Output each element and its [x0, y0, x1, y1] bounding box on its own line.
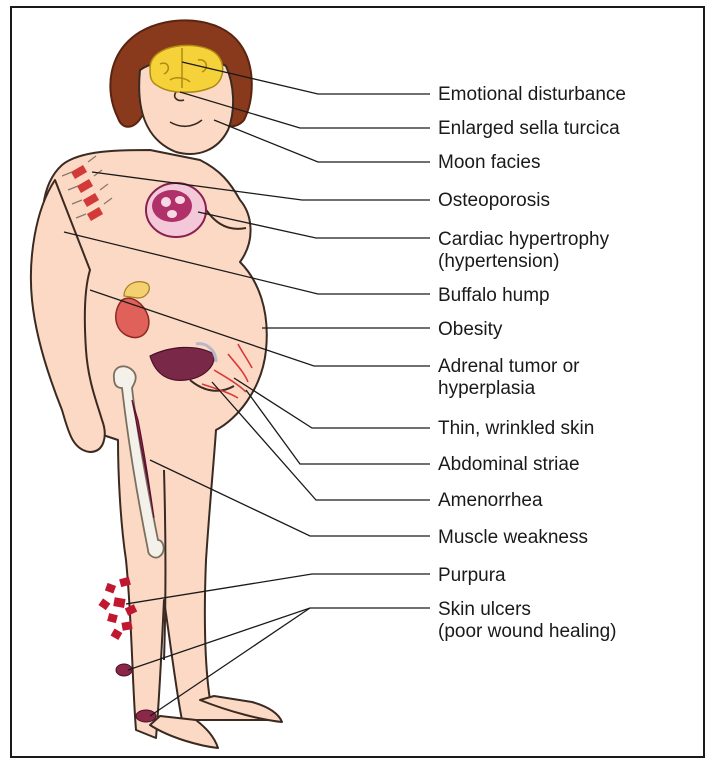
label-poor-wound-healing: (poor wound healing) [438, 621, 617, 642]
label-cardiac-hypertension: (hypertension) [438, 251, 559, 272]
label-thin-wrinkled-skin: Thin, wrinkled skin [438, 418, 594, 439]
label-osteoporosis: Osteoporosis [438, 190, 550, 211]
label-abdominal-striae: Abdominal striae [438, 454, 580, 475]
label-cardiac-hypertrophy: Cardiac hypertrophy [438, 229, 610, 250]
labels: Emotional disturbance Enlarged sella tur… [438, 84, 626, 642]
label-emotional-disturbance: Emotional disturbance [438, 84, 626, 105]
label-muscle-weakness: Muscle weakness [438, 527, 588, 548]
label-adrenal-hyperplasia: hyperplasia [438, 378, 536, 399]
heart [146, 183, 206, 237]
label-adrenal-tumor: Adrenal tumor or [438, 356, 580, 377]
label-obesity: Obesity [438, 319, 503, 340]
label-moon-facies: Moon facies [438, 152, 540, 173]
label-enlarged-sella-turcica: Enlarged sella turcica [438, 118, 620, 139]
label-skin-ulcers: Skin ulcers [438, 599, 531, 620]
leader-thin [234, 378, 430, 428]
label-buffalo-hump: Buffalo hump [438, 285, 550, 306]
label-purpura: Purpura [438, 565, 506, 586]
label-amenorrhea: Amenorrhea [438, 490, 543, 511]
leader-striae [246, 390, 430, 464]
leader-moon [214, 120, 430, 162]
